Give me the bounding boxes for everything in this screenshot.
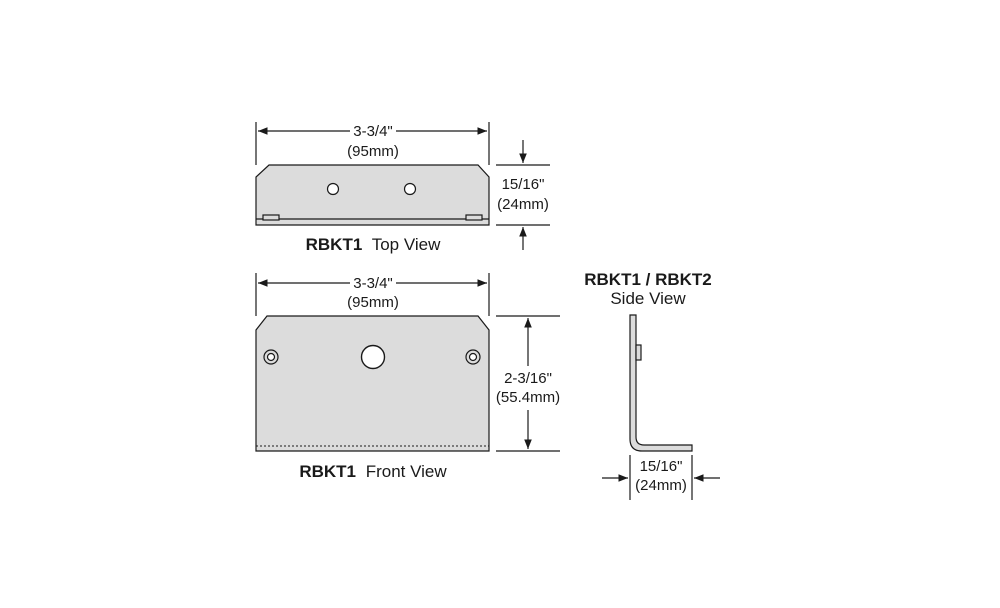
side-view-caption-view: Side View xyxy=(610,289,686,308)
front-view-stud-right-inner xyxy=(468,352,478,362)
top-view-hole-right xyxy=(403,182,417,196)
top-height-mm: (24mm) xyxy=(497,196,549,213)
front-view-bracket xyxy=(255,315,490,452)
front-height-mm: (55.4mm) xyxy=(496,389,560,406)
front-view-caption-model: RBKT1 xyxy=(299,462,356,481)
top-view-tab-left xyxy=(262,214,280,221)
top-view-tab-right xyxy=(465,214,483,221)
side-view-caption-models: RBKT1 / RBKT2 xyxy=(584,270,712,289)
top-view-caption-view: Top View xyxy=(372,235,441,254)
front-height-in: 2-3/16" xyxy=(504,370,552,387)
top-height-in: 15/16" xyxy=(502,176,545,193)
front-view-caption: RBKT1 Front View xyxy=(299,462,447,481)
side-view-tab xyxy=(635,344,642,361)
front-width-mm: (95mm) xyxy=(347,294,399,311)
front-width-in: 3-3/4" xyxy=(353,275,393,292)
top-view-caption: RBKT1 Top View xyxy=(306,235,441,254)
top-view-caption-model: RBKT1 xyxy=(306,235,363,254)
top-width-mm: (95mm) xyxy=(347,143,399,160)
side-depth-mm: (24mm) xyxy=(635,477,687,494)
front-view: 3-3/4" (95mm) 2-3/16" (55.4mm) RBKT1 Fro… xyxy=(255,273,560,481)
side-view: RBKT1 / RBKT2 Side View 15/16" (24mm) xyxy=(584,270,720,500)
top-width-in: 3-3/4" xyxy=(353,123,393,140)
front-view-caption-view: Front View xyxy=(366,462,448,481)
front-view-center-hole xyxy=(360,344,386,370)
top-view-bracket xyxy=(255,164,490,226)
top-view-hole-left xyxy=(326,182,340,196)
side-depth-in: 15/16" xyxy=(640,458,683,475)
top-view: 3-3/4" (95mm) 15/16" (24mm) RBKT1 Top Vi… xyxy=(255,122,550,254)
front-view-stud-left-inner xyxy=(266,352,276,362)
side-view-bracket-profile xyxy=(629,314,693,452)
